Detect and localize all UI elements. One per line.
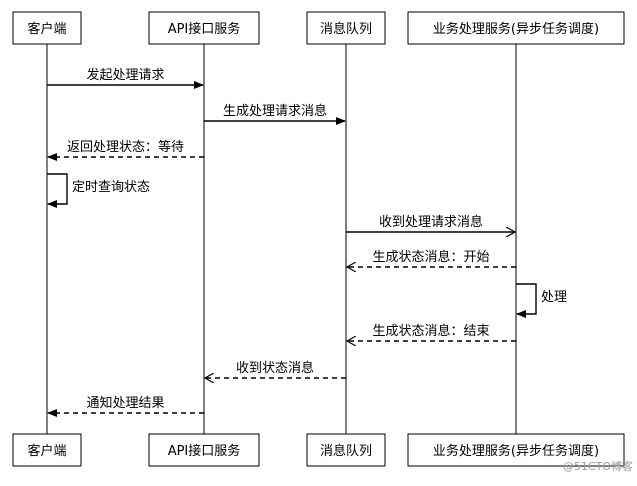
message-label: 生成处理请求消息 <box>223 103 327 119</box>
participant-label: API接口服务 <box>168 21 241 37</box>
participant-box-worker-bottom: 业务处理服务(异步任务调度) <box>407 433 625 467</box>
participant-label: 业务处理服务(异步任务调度) <box>433 443 599 459</box>
message-7: 处理 <box>516 283 567 318</box>
message-9: 收到状态消息 <box>205 360 346 378</box>
message-10: 通知处理结果 <box>47 395 204 417</box>
message-1: 发起处理请求 <box>47 67 204 89</box>
message-label: 生成状态消息：结束 <box>372 323 489 339</box>
message-label: 返回处理状态：等待 <box>67 139 184 155</box>
message-label: 收到处理请求消息 <box>379 214 483 230</box>
participant-label: 客户端 <box>27 21 66 37</box>
message-8: 生成状态消息：结束 <box>347 323 516 341</box>
message-label: 发起处理请求 <box>86 67 164 83</box>
message-label: 收到状态消息 <box>236 360 314 376</box>
message-4: 定时查询状态 <box>47 173 150 208</box>
participant-box-api-bottom: API接口服务 <box>148 433 260 467</box>
message-6: 生成状态消息：开始 <box>347 249 516 267</box>
participant-box-mq-bottom: 消息队列 <box>306 433 386 467</box>
participant-label: 消息队列 <box>320 443 372 459</box>
message-3: 返回处理状态：等待 <box>47 139 204 161</box>
participant-box-mq-top: 消息队列 <box>306 11 386 45</box>
message-2: 生成处理请求消息 <box>204 103 346 125</box>
message-label: 定时查询状态 <box>72 180 150 195</box>
message-label: 生成状态消息：开始 <box>372 249 489 265</box>
message-5: 收到处理请求消息 <box>346 214 515 232</box>
participant-box-client-top: 客户端 <box>12 11 82 45</box>
message-label: 通知处理结果 <box>86 395 164 411</box>
participant-label: 消息队列 <box>320 21 372 37</box>
participant-label: 客户端 <box>27 443 66 459</box>
participant-label: API接口服务 <box>168 443 241 459</box>
participant-box-client-bottom: 客户端 <box>12 433 82 467</box>
self-message-arrow <box>47 173 68 208</box>
message-label: 处理 <box>541 290 567 305</box>
participant-box-worker-top: 业务处理服务(异步任务调度) <box>407 11 625 45</box>
self-message-arrow <box>516 283 537 318</box>
watermark: @51CTO博客 <box>563 459 633 473</box>
participant-label: 业务处理服务(异步任务调度) <box>433 21 599 37</box>
participant-box-api-top: API接口服务 <box>148 11 260 45</box>
